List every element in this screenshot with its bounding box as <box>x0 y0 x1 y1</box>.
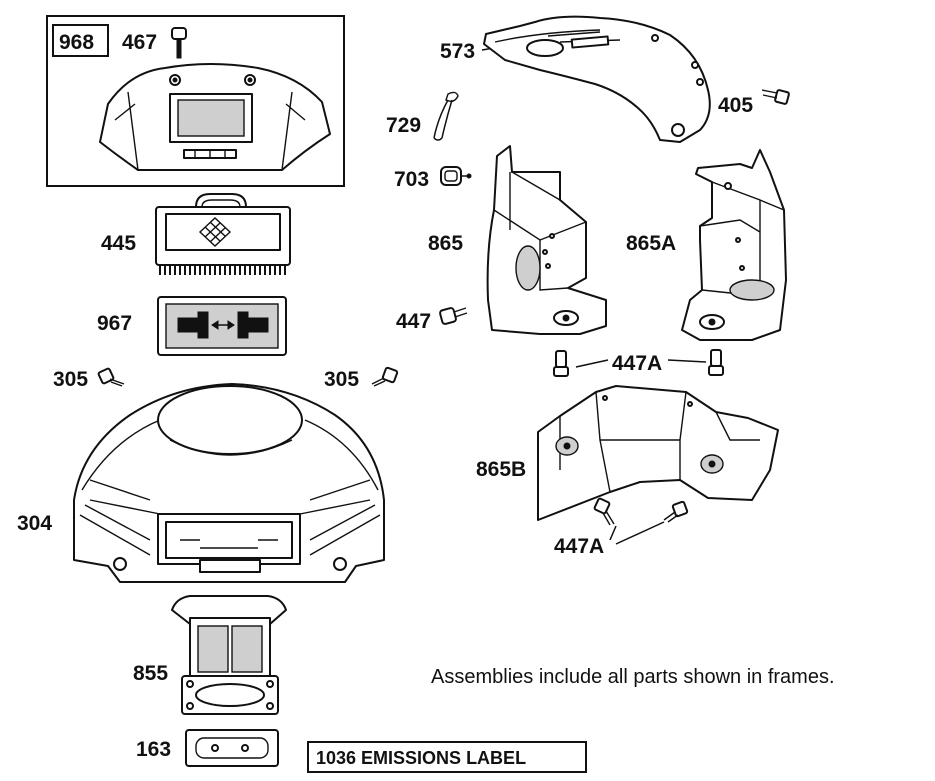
screw-405 <box>761 89 790 105</box>
assembly-note: Assemblies include all parts shown in fr… <box>431 666 835 688</box>
gasket-163 <box>185 729 279 767</box>
callout-968: 968 <box>59 31 94 54</box>
screw-305-left <box>97 367 125 387</box>
screw-447 <box>439 307 468 325</box>
air-filter-445 <box>155 193 291 275</box>
callout-573: 573 <box>440 40 475 63</box>
screw-447A-bottom-right <box>663 500 689 523</box>
emissions-label-frame <box>307 741 587 773</box>
callout-729: 729 <box>386 114 421 137</box>
callout-447A-bottom: 447A <box>554 535 604 558</box>
screw-447A-top-left <box>553 350 569 377</box>
callout-305-left: 305 <box>53 368 88 391</box>
screw-447A-bottom-left <box>593 497 615 526</box>
air-cleaner-cover <box>99 63 331 171</box>
blower-housing-304 <box>73 383 385 583</box>
clip-729 <box>433 91 459 141</box>
baffle-865B <box>537 385 779 521</box>
intake-adapter-855 <box>171 595 287 715</box>
screw-305-right <box>371 366 399 387</box>
callout-467: 467 <box>122 31 157 54</box>
callout-447: 447 <box>396 310 431 333</box>
screw-447A-top-right <box>708 349 724 376</box>
callout-967: 967 <box>97 312 132 335</box>
callout-865A: 865A <box>626 232 676 255</box>
callout-163: 163 <box>136 738 171 761</box>
callout-445: 445 <box>101 232 136 255</box>
baffle-865A <box>681 149 787 341</box>
part-number-box-968 <box>52 24 109 57</box>
knob-467 <box>171 27 187 59</box>
shroud-plate-573 <box>483 15 711 143</box>
callout-855: 855 <box>133 662 168 685</box>
callout-703: 703 <box>394 168 429 191</box>
callout-865: 865 <box>428 232 463 255</box>
callout-405: 405 <box>718 94 753 117</box>
callout-304: 304 <box>17 512 52 535</box>
callout-865B: 865B <box>476 458 526 481</box>
baffle-865 <box>486 145 607 335</box>
callout-447A-top: 447A <box>612 352 662 375</box>
callout-305-right: 305 <box>324 368 359 391</box>
pre-cleaner-967 <box>157 296 287 356</box>
emissions-label-text: 1036 EMISSIONS LABEL <box>316 748 526 768</box>
assembly-frame-968 <box>46 15 345 187</box>
clamp-703 <box>440 166 472 186</box>
